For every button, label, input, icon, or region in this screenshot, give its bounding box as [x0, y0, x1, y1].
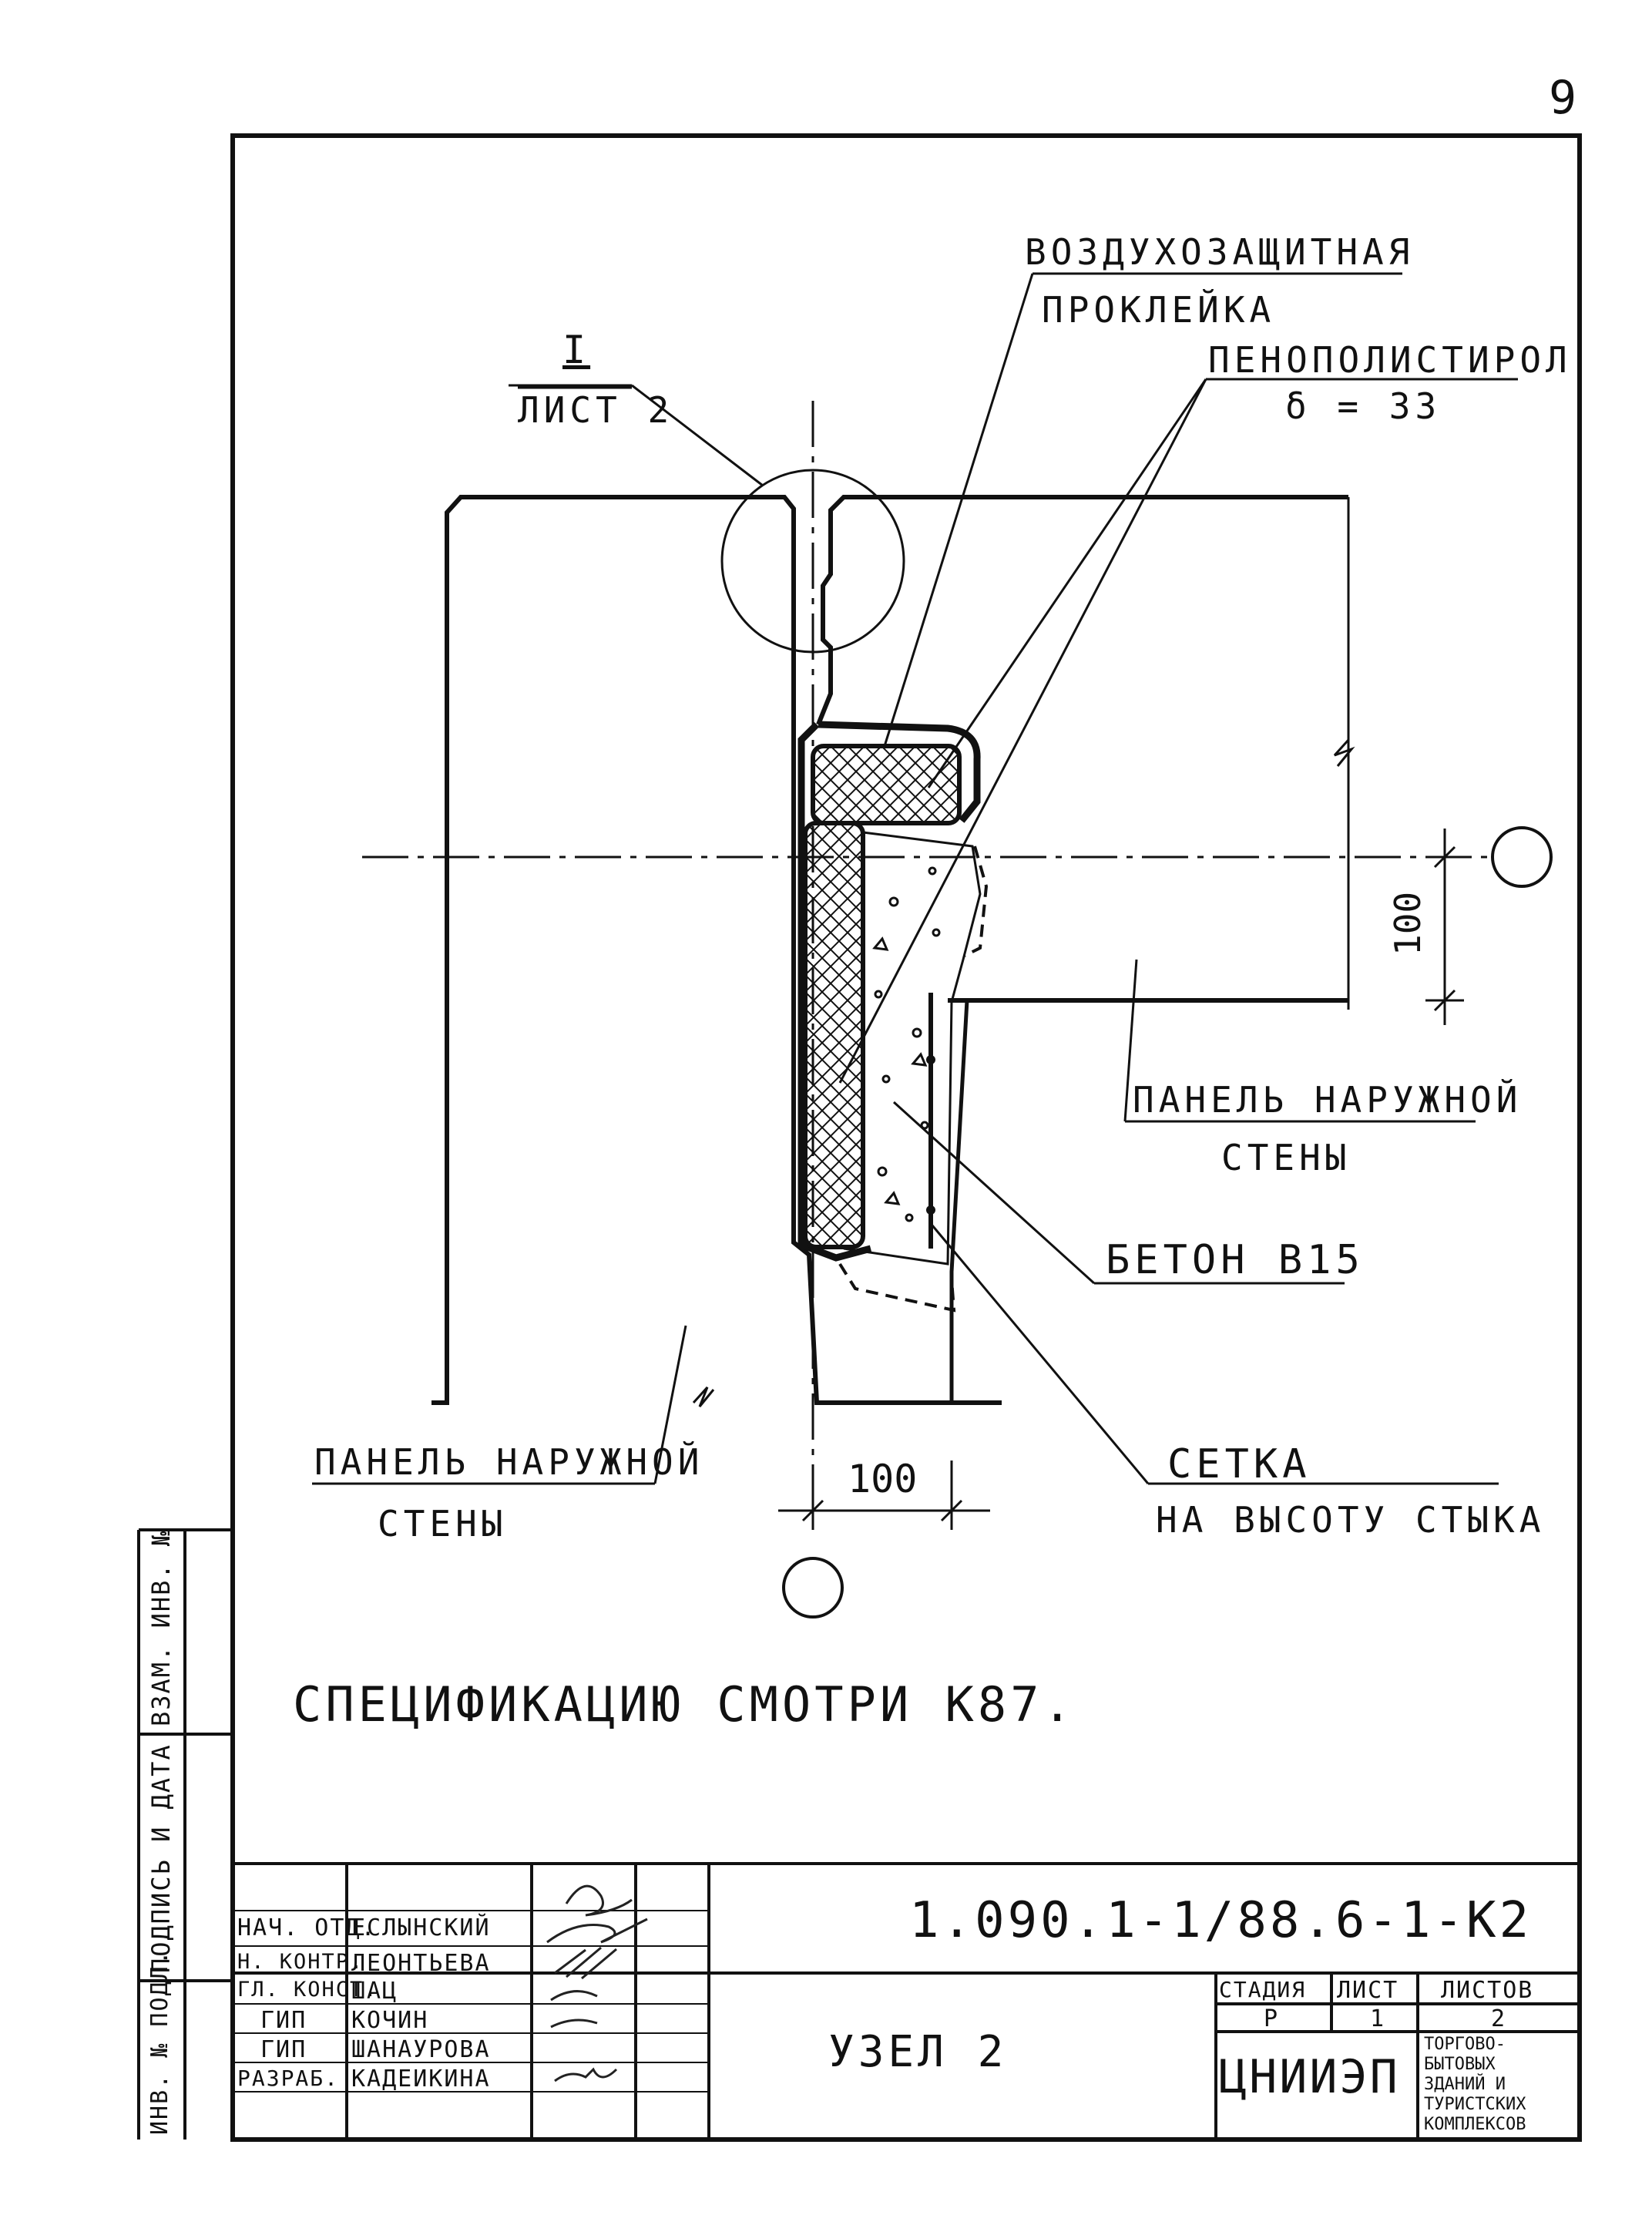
left-wall-panel: [431, 495, 1002, 1405]
sheet-title: УЗЕЛ 2: [828, 2027, 1008, 2077]
stage-value: Р: [1264, 2005, 1280, 2032]
tb-name-5: ШАНАУРОВА: [351, 2036, 491, 2063]
tb-name-4: КОЧИН: [351, 2007, 429, 2034]
signatures: [546, 1884, 648, 2082]
doc-code: 1.090.1-1/88.6-1-К2: [909, 1892, 1533, 1949]
concrete-label: БЕТОН В15: [1106, 1237, 1365, 1283]
tb-role-5: ГИП: [260, 2036, 307, 2063]
leader-lines: [312, 272, 1518, 1485]
air-tape-label: ВОЗДУХОЗАЩИТНАЯ: [1025, 231, 1415, 273]
stage-header: СТАДИЯ: [1219, 1977, 1307, 2002]
dimension-vertical: [1425, 829, 1464, 1025]
spec-note: СПЕЦИФИКАЦИЮ СМОТРИ К87.: [293, 1676, 1076, 1733]
org-dept-1: ТОРГОВО-: [1424, 2035, 1506, 2054]
sheet-value: 1: [1370, 2005, 1386, 2032]
mesh-label: СЕТКА: [1167, 1441, 1311, 1487]
foam-lower: [803, 821, 865, 1249]
concrete-fill: [843, 831, 982, 1266]
callout-sheet: ЛИСТ 2: [518, 389, 674, 431]
org-name: ЦНИИЭП: [1219, 2050, 1400, 2104]
panel-left-label: ПАНЕЛЬ НАРУЖНОЙ: [314, 1441, 704, 1483]
dashed-outline-lower: [838, 1262, 956, 1313]
dimension-horizontal: [778, 1461, 990, 1530]
dim-horizontal-label: 100: [848, 1457, 918, 1501]
title-block-grid: [233, 1862, 1580, 2140]
axis-marker-bottom: [782, 1557, 844, 1619]
side-stamp-cell-3: ИНВ. № ПОДЛ.: [146, 1949, 173, 2135]
page-number: 9: [1549, 71, 1577, 125]
panel-right-label-2: СТЕНЫ: [1221, 1137, 1351, 1178]
air-tape-label-2: ПРОКЛЕЙКА: [1042, 289, 1276, 331]
mesh-label-2: НА ВЫСОТУ СТЫКА: [1156, 1499, 1546, 1541]
foam-label: ПЕНОПОЛИСТИРОЛ: [1208, 339, 1572, 381]
side-stamp-cell-1: ВЗАМ. ИНВ. №: [146, 1529, 176, 1726]
axis-lines: [362, 401, 1495, 1534]
tb-role-2: Н. КОНТР.: [237, 1950, 364, 1974]
tb-name-2: ЛЕОНТЬЕВА: [351, 1950, 491, 1977]
org-dept-5: КОМПЛЕКСОВ: [1424, 2115, 1526, 2134]
tb-name-3: ШАЦ: [351, 1978, 398, 2005]
panel-right-label: ПАНЕЛЬ НАРУЖНОЙ: [1133, 1079, 1523, 1121]
foam-upper: [811, 744, 962, 825]
tb-role-3: ГЛ. КОНСТ.: [237, 1978, 378, 2002]
tb-role-6: РАЗРАБ.: [237, 2066, 340, 2091]
org-dept-3: ЗДАНИЙ И: [1424, 2075, 1506, 2094]
tb-role-4: ГИП: [260, 2007, 307, 2034]
foam-thickness: δ = 33: [1285, 385, 1442, 427]
detail-callout-circle: [720, 469, 905, 654]
sheets-header: ЛИСТОВ: [1441, 1977, 1534, 2004]
sheet-header: ЛИСТ: [1337, 1977, 1399, 2004]
axis-marker-right: [1491, 826, 1553, 888]
sheets-value: 2: [1491, 2005, 1507, 2032]
side-stamp-grid: [137, 1528, 233, 2140]
air-tape: [797, 721, 981, 1262]
tb-name-6: КАДЕИКИНА: [351, 2066, 491, 2092]
side-stamp-cell-2: ПОДПИСЬ И ДАТА: [146, 1743, 176, 1973]
right-wall-panel: [816, 495, 1348, 726]
org-dept-4: ТУРИСТСКИХ: [1424, 2095, 1526, 2114]
callout-ref: I: [562, 328, 591, 372]
tb-name-1: ЕСЛЫНСКИЙ: [351, 1914, 491, 1941]
dim-vertical-label: 100: [1387, 891, 1429, 956]
org-dept-2: БЫТОВЫХ: [1424, 2055, 1496, 2074]
panel-left-label-2: СТЕНЫ: [378, 1503, 508, 1545]
sheet-frame: [230, 133, 1582, 2142]
right-panel-step: [948, 998, 969, 1403]
dashed-outline-upper: [964, 845, 989, 957]
tb-role-1: НАЧ. ОТД.: [237, 1914, 377, 1941]
